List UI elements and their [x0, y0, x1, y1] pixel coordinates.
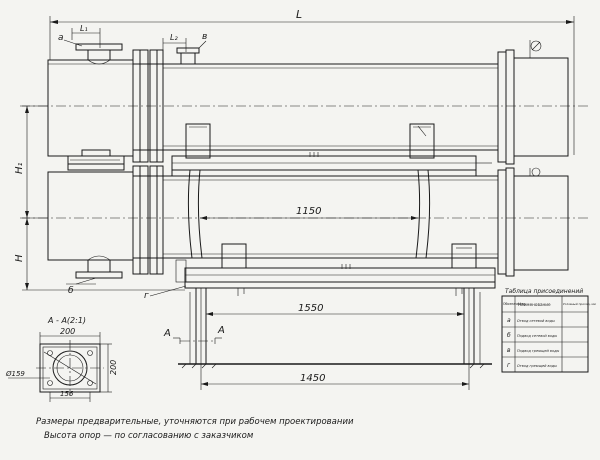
table-header-mark: Обозначение: [503, 302, 525, 306]
drawing-notes: Размеры предварительные, уточняются при …: [36, 417, 354, 441]
table-row-mark: в: [507, 347, 511, 354]
nozzle-a: а: [58, 33, 123, 65]
table-title: Таблица присоединений: [505, 288, 583, 295]
note-line-1: Размеры предварительные, уточняются при …: [36, 417, 354, 427]
lower-flange-pack: [132, 165, 164, 275]
lower-rear-head: [497, 167, 569, 277]
section-mark-left: А: [163, 328, 171, 339]
overall-length-label: L: [296, 8, 302, 21]
upper-flange-pack: [132, 49, 164, 163]
table-row-mark: а: [507, 317, 511, 324]
section-width-label: 200: [60, 327, 75, 336]
lower-support-frame: [184, 243, 496, 296]
span-1150-label: 1150: [296, 206, 321, 217]
table-row-name: Подвод греющей воды: [517, 349, 560, 353]
nozzle-b: б: [66, 255, 123, 296]
dimension-heights: H₁ H: [14, 105, 185, 291]
span-1550-label: 1550: [298, 303, 323, 314]
support-posts: [187, 169, 431, 259]
section-bolt-spacing-label: 156: [60, 390, 74, 398]
section-title: А - А(2:1): [47, 316, 86, 325]
dimension-overall-length: L: [49, 8, 575, 155]
dimension-lower-span: 1550: [206, 303, 464, 316]
dimension-base-span: 1450: [200, 364, 470, 390]
connection-table: Таблица присоединений Обозначение Наимен…: [501, 288, 596, 373]
marker-v: в: [202, 32, 207, 42]
note-line-2: Высота опор — по согласованию с заказчик…: [44, 431, 254, 441]
section-diameter-label: Ø159: [5, 370, 25, 378]
table-row-name: Подвод сетевой воды: [517, 334, 557, 338]
marker-g: г: [144, 291, 149, 301]
section-marks: А А: [163, 325, 225, 344]
table-header-name: Наименование: [518, 302, 551, 307]
table-row-mark: г: [507, 362, 511, 369]
upper-support-frame: [171, 123, 492, 177]
dimension-upper-span: 1150: [200, 206, 418, 220]
table-row-name: Отвод греющей воды: [517, 364, 557, 368]
height-h1-label: H₁: [14, 162, 25, 174]
nozzle-g: г: [144, 259, 187, 301]
l2-label: L₂: [170, 33, 178, 42]
nozzle-v: в: [176, 32, 207, 65]
upper-rear-head: [497, 40, 569, 165]
section-view: А - А(2:1) 200 200 Ø159 156: [5, 316, 118, 402]
support-legs: [189, 287, 481, 365]
mid-connection: [67, 149, 125, 171]
marker-a: а: [58, 33, 64, 43]
marker-b: б: [68, 286, 74, 296]
height-h-label: H: [14, 254, 25, 262]
span-1450-label: 1450: [300, 373, 325, 384]
section-mark-right: А: [217, 325, 225, 336]
table-header-size: Условный проход, мм: [563, 302, 596, 306]
upper-shell: [20, 59, 590, 157]
dimension-l1: L₁: [71, 24, 101, 48]
table-row-name: Отвод сетевой воды: [517, 319, 555, 323]
table-row-mark: б: [507, 332, 511, 339]
ground-line: [178, 363, 492, 369]
l1-label: L₁: [80, 24, 88, 33]
section-height-label: 200: [109, 360, 118, 375]
